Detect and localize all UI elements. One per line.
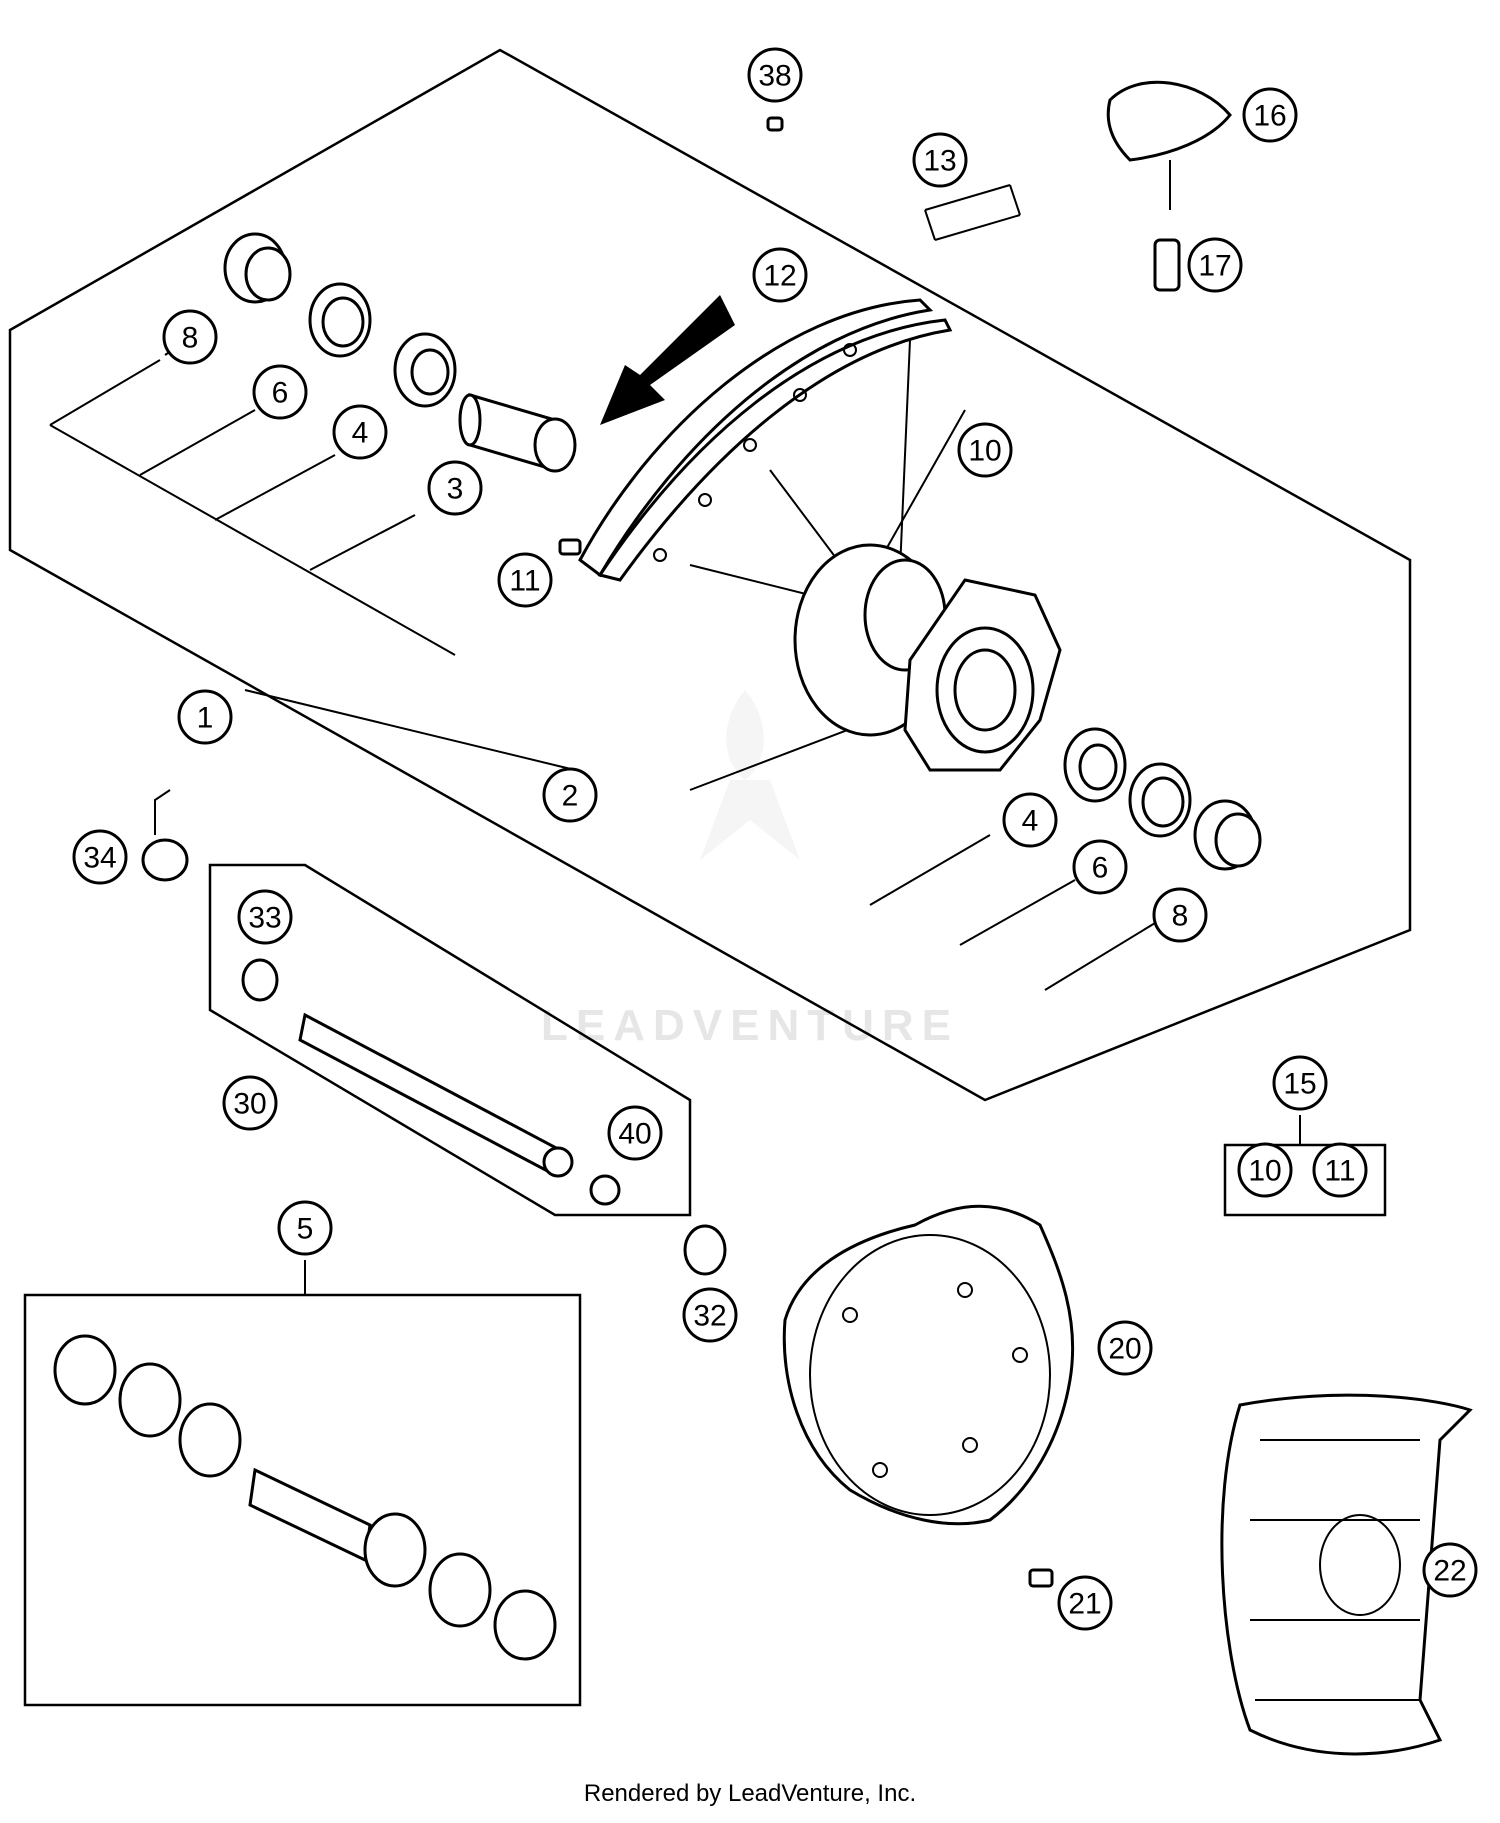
callout-15: 15 [1272,1055,1328,1111]
svg-text:40: 40 [618,1118,651,1151]
axle-bushing [683,1224,727,1276]
svg-text:4: 4 [352,417,369,450]
callout-33: 33 [237,889,293,945]
callout-32: 32 [682,1287,738,1343]
spacer-tube [458,392,577,473]
bearing-kit-frame [23,1260,582,1707]
svg-text:6: 6 [1092,852,1109,885]
axle-collar [241,958,279,1002]
callout-15-10: 10 [1237,1142,1293,1198]
callout-30: 30 [222,1075,278,1131]
svg-text:10: 10 [1248,1155,1281,1188]
callout-6-top: 6 [252,364,308,420]
bearing-right [1063,727,1127,803]
callout-10: 10 [957,422,1013,478]
axle-shaft [298,1012,574,1178]
leader-lines-left [49,344,901,791]
callout-6-bottom: 6 [1072,839,1128,895]
shaft-seal-top [223,232,292,304]
svg-text:5: 5 [297,1213,314,1246]
callout-1: 1 [177,689,233,745]
nipple-screw [558,538,582,556]
svg-text:2: 2 [562,780,579,813]
svg-text:20: 20 [1108,1333,1141,1366]
brake-disc [782,1204,1075,1526]
svg-text:11: 11 [509,565,540,598]
plug [766,116,784,132]
svg-text:12: 12 [763,260,796,293]
svg-text:16: 16 [1253,100,1286,133]
brake-line-clip [141,789,189,882]
bearing-top [393,332,457,408]
rim [578,298,953,582]
wheel-assembly-frame [8,48,1412,1102]
watermark-logo [700,690,800,860]
rim-tape [924,184,1021,241]
callout-16: 16 [1242,87,1298,143]
callout-4-top: 4 [332,404,388,460]
seal-ring-top [308,282,372,358]
svg-text:3: 3 [447,473,464,506]
svg-text:33: 33 [248,902,281,935]
callout-8-top: 8 [162,309,218,365]
valve [1153,238,1181,292]
svg-text:15: 15 [1283,1068,1316,1101]
callout-8-bottom: 8 [1152,887,1208,943]
axle-nut [589,1174,621,1206]
callout-34: 34 [72,829,128,885]
disc-screw [1028,1568,1054,1588]
svg-text:13: 13 [923,145,956,178]
callout-12: 12 [752,247,808,303]
callout-17: 17 [1187,237,1243,293]
svg-text:1: 1 [197,702,214,735]
callout-38: 38 [747,47,803,103]
callout-4-bottom: 4 [1002,792,1058,848]
callout-3: 3 [427,460,483,516]
hub [793,543,1062,772]
callout-13: 13 [912,132,968,188]
callout-22: 22 [1422,1542,1478,1598]
axle-assembly-frame [208,863,692,1217]
rotation-arrow [600,295,735,425]
spoke-kit-frame [1223,1115,1387,1217]
svg-text:8: 8 [1172,900,1189,933]
svg-text:22: 22 [1433,1555,1466,1588]
svg-text:32: 32 [693,1300,726,1333]
disc-guard [1220,1393,1473,1756]
svg-text:11: 11 [1324,1155,1355,1188]
svg-text:38: 38 [758,60,791,93]
svg-text:17: 17 [1198,250,1231,283]
callout-15-11: 11 [1312,1142,1368,1198]
callout-5: 5 [277,1200,333,1256]
svg-text:30: 30 [233,1088,266,1121]
svg-text:4: 4 [1022,805,1039,838]
svg-text:8: 8 [182,322,199,355]
svg-text:21: 21 [1068,1588,1101,1621]
inner-tube [1106,80,1232,210]
svg-text:10: 10 [968,435,1001,468]
callout-40: 40 [607,1105,663,1161]
bearing-kit-parts [53,1334,557,1661]
footer-credit: Rendered by LeadVenture, Inc. [583,1780,917,1807]
callout-11: 11 [497,552,553,608]
seal-ring-right [1128,762,1192,838]
svg-text:34: 34 [83,842,116,875]
shaft-seal-right [1193,799,1262,871]
callout-21: 21 [1057,1575,1113,1631]
svg-text:6: 6 [272,377,289,410]
leader-lines-right [869,834,1161,991]
callout-20: 20 [1097,1320,1153,1376]
callout-2: 2 [542,767,598,823]
watermark-text: LEADVENTURE [541,1001,959,1050]
